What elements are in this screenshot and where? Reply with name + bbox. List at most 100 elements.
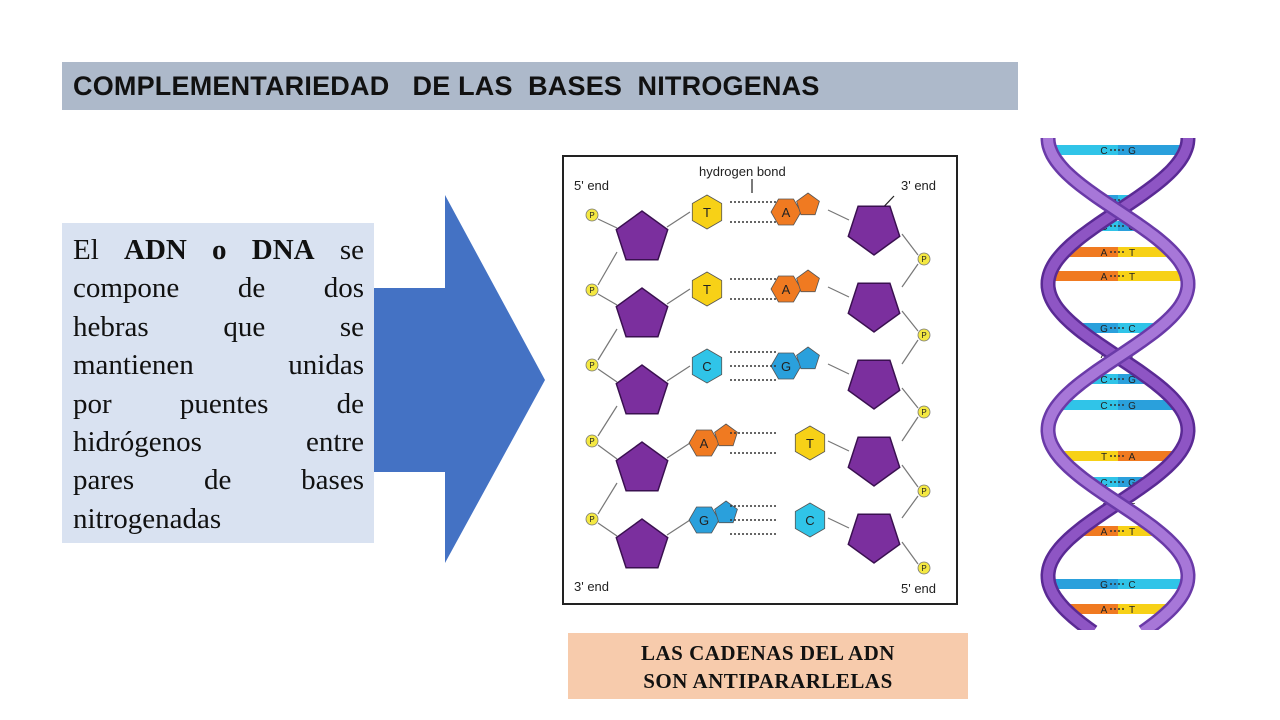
rung-letter: T <box>1129 527 1135 538</box>
description-textbox: El ADN o DNA se compone de dos hebras qu… <box>62 223 374 543</box>
base-letter: T <box>703 282 711 297</box>
rung-letter: T <box>1129 272 1135 283</box>
base-letter: G <box>699 513 709 528</box>
rung-left-segment <box>1077 323 1118 333</box>
phosphate-label: P <box>921 487 926 496</box>
phosphate-label: P <box>589 515 594 524</box>
description-line: hebras que se <box>73 310 364 343</box>
sugar-pentagon <box>615 364 669 415</box>
phosphate-label: P <box>921 331 926 340</box>
sugar-pentagon <box>847 436 901 487</box>
phosphate-icon: P <box>917 252 931 266</box>
phosphate-icon: P <box>917 484 931 498</box>
sugar-pentagon <box>847 359 901 410</box>
sugar-pentagon <box>615 441 669 492</box>
base-pairing-diagram: hydrogen bond 5' end 3' end 3' end 5' en… <box>562 155 958 605</box>
description-line: pares de bases <box>73 464 364 497</box>
hydrogen-bond-label: hydrogen bond <box>699 164 786 179</box>
phosphate-label: P <box>589 211 594 220</box>
rung-letter: C <box>1100 146 1107 157</box>
rung-left-segment <box>1078 526 1118 536</box>
base-letter: A <box>782 282 791 297</box>
rung-right-segment <box>1118 323 1159 333</box>
description-line: por puentes de <box>73 387 364 420</box>
rung-letter: A <box>1129 452 1136 463</box>
caption-line-2: SON ANTIPARARLELAS <box>643 669 893 693</box>
label-5-end-bottom: 5' end <box>901 581 936 596</box>
right-arrow-shape <box>330 195 545 563</box>
rung-left-segment <box>1049 271 1118 281</box>
phosphate-icon: P <box>585 434 599 448</box>
sugar-pentagon <box>615 518 669 569</box>
rung-letter: A <box>1101 527 1108 538</box>
description-line: El ADN o DNA se <box>73 234 364 266</box>
rung-right-segment <box>1118 579 1187 589</box>
rung-right-segment <box>1118 400 1179 410</box>
base-letter: T <box>806 436 814 451</box>
rung-letter: C <box>1100 401 1107 412</box>
helix-strand-a <box>1042 138 1194 630</box>
rung-left-segment <box>1063 247 1118 257</box>
rung-right-segment <box>1118 451 1178 461</box>
label-3-end-bottom: 3' end <box>574 579 609 594</box>
phosphate-label: P <box>921 255 926 264</box>
rung-right-segment <box>1118 526 1158 536</box>
helix-strand-b <box>1042 138 1194 630</box>
slide-title: COMPLEMENTARIEDAD DE LAS BASES NITROGENA… <box>73 71 820 101</box>
rung-letter: G <box>1100 324 1108 335</box>
rung-letter: G <box>1128 478 1136 489</box>
rung-letter: T <box>1129 248 1135 259</box>
rung-left-segment <box>1049 579 1118 589</box>
caption-box: LAS CADENAS DEL ADN SON ANTIPARARLELAS <box>568 633 968 699</box>
sugar-pentagon <box>847 513 901 564</box>
label-5-end-top: 5' end <box>574 178 609 193</box>
rung-left-segment <box>1086 374 1118 384</box>
rung-letter: G <box>1128 146 1136 157</box>
rung-letter: G <box>1100 580 1108 591</box>
sugar-pentagon <box>847 205 901 256</box>
phosphate-label: P <box>589 361 594 370</box>
rung-letter: A <box>1101 272 1108 283</box>
phosphate-icon: P <box>917 561 931 575</box>
base-letter: G <box>781 359 791 374</box>
phosphate-icon: P <box>917 405 931 419</box>
rung-left-segment <box>1050 145 1118 155</box>
rung-letter: A <box>1101 248 1108 259</box>
phosphate-icon: P <box>585 208 599 222</box>
phosphate-label: P <box>589 286 594 295</box>
phosphate-label: P <box>589 437 594 446</box>
rung-letter: A <box>1101 605 1108 616</box>
rung-letter: G <box>1128 401 1136 412</box>
rung-right-segment <box>1118 477 1149 487</box>
rung-left-segment <box>1058 451 1118 461</box>
rung-letter: T <box>1101 452 1107 463</box>
sugar-pentagon <box>615 210 669 261</box>
rung-right-segment <box>1118 145 1186 155</box>
rung-letter: C <box>1100 478 1107 489</box>
base-letter: C <box>702 359 711 374</box>
phosphate-label: P <box>921 564 926 573</box>
phosphate-label: P <box>921 408 926 417</box>
rung-letter: T <box>1129 605 1135 616</box>
rung-letter: G <box>1128 375 1136 386</box>
rung-right-segment <box>1118 271 1187 281</box>
description-line: nitrogenadas <box>73 502 222 535</box>
description-line: compone de dos <box>73 272 364 305</box>
caption-line-1: LAS CADENAS DEL ADN <box>641 641 895 665</box>
phosphate-icon: P <box>585 512 599 526</box>
